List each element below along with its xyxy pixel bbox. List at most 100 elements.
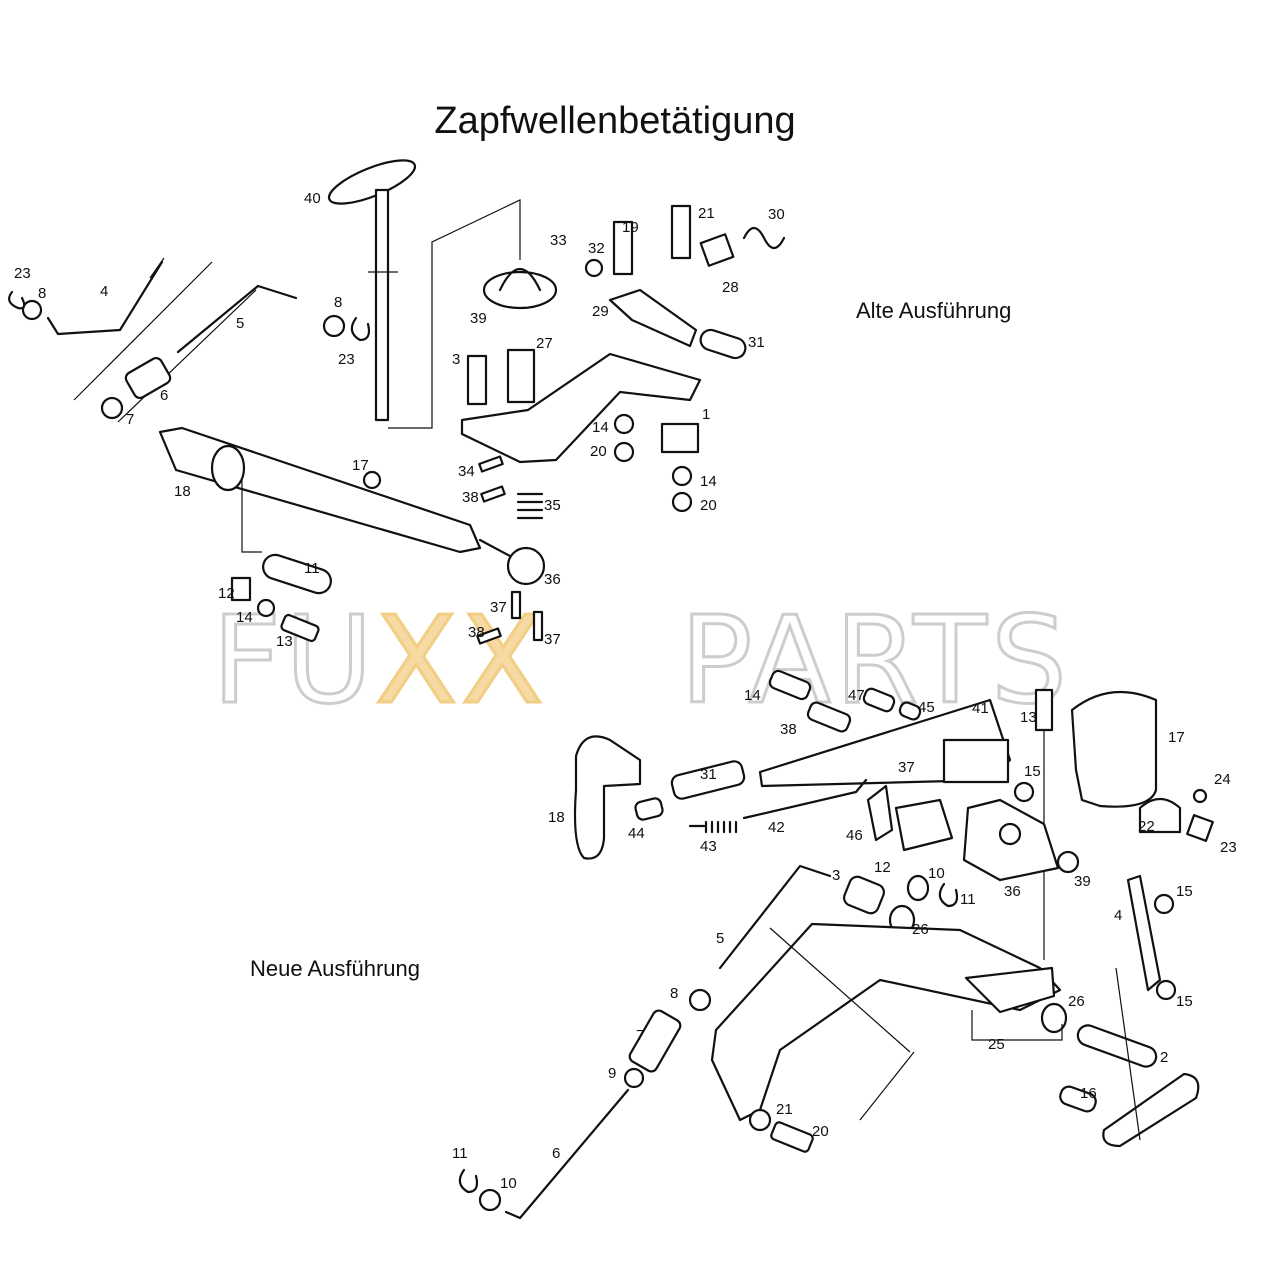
part-bolt-13 xyxy=(280,613,320,643)
old-callout-20: 1 xyxy=(702,406,710,423)
old-callout-12: 33 xyxy=(550,232,567,249)
new-callout-39: 11 xyxy=(452,1145,468,1162)
new-callout-13: 46 xyxy=(846,827,863,844)
part-pin-11 xyxy=(262,553,332,595)
new-callout-14: 37 xyxy=(898,759,915,776)
part-bolt-3 xyxy=(466,354,488,406)
old-callout-25: 34 xyxy=(458,463,475,480)
part-pedal-lever-18 xyxy=(158,426,482,554)
old-assembly xyxy=(8,159,786,645)
new-version-label: Neue Ausführung xyxy=(250,956,421,981)
old-callout-11: 3 xyxy=(452,351,460,368)
new-callout-2: 47 xyxy=(848,687,865,704)
new-callout-6: 17 xyxy=(1168,729,1185,746)
old-callout-24: 20 xyxy=(700,497,717,514)
old-callout-10: 27 xyxy=(536,335,553,352)
old-callout-15: 21 xyxy=(698,205,715,222)
new-callout-25: 4 xyxy=(1114,907,1122,924)
part-rod-42 xyxy=(742,778,868,820)
old-callout-23: 14 xyxy=(700,473,717,490)
new-callout-22: 3 xyxy=(832,867,840,884)
part-rod-4 xyxy=(46,260,164,336)
new-callout-28: 8 xyxy=(670,985,678,1002)
new-callout-16: 36 xyxy=(1004,883,1021,900)
new-assembly xyxy=(458,669,1214,1220)
part-lever-2 xyxy=(1102,1072,1200,1148)
new-callout-4: 41 xyxy=(972,700,989,717)
part-spring-35 xyxy=(516,492,544,520)
part-sleeve-7-new xyxy=(628,1009,682,1073)
part-bracket-37 xyxy=(894,798,954,852)
old-callout-26: 38 xyxy=(462,489,479,506)
old-callout-2: 5 xyxy=(236,315,244,332)
part-rod-5 xyxy=(176,284,298,354)
old-callout-19: 31 xyxy=(748,334,765,351)
part-pin-31 xyxy=(699,328,747,360)
watermark-text-3: PARTS xyxy=(680,592,1071,731)
old-callout-5: 6 xyxy=(160,387,168,404)
new-callout-37: 20 xyxy=(812,1123,829,1140)
part-pedal-18-new xyxy=(573,735,642,860)
old-callout-29: 18 xyxy=(174,483,191,500)
part-grip-31 xyxy=(670,760,746,800)
new-callout-15: 15 xyxy=(1024,763,1041,780)
new-callout-9: 18 xyxy=(548,809,565,826)
new-callout-24: 26 xyxy=(912,921,929,938)
new-callout-33: 25 xyxy=(988,1036,1005,1053)
part-clip-23 xyxy=(8,290,26,310)
part-sleeve-6 xyxy=(124,356,172,400)
new-callout-1: 38 xyxy=(780,721,797,738)
new-callout-19: 39 xyxy=(1074,873,1091,890)
part-bolt-13-new xyxy=(1034,688,1054,732)
old-callout-13: 32 xyxy=(588,240,605,257)
new-callout-11: 43 xyxy=(700,838,717,855)
part-boot-39 xyxy=(482,270,558,310)
new-callout-32: 26 xyxy=(1068,993,1085,1010)
old-version-label: Alte Ausführung xyxy=(856,298,1012,323)
part-washer-8 xyxy=(21,299,43,321)
new-callout-5: 13 xyxy=(1020,709,1037,726)
old-callout-22: 20 xyxy=(590,443,607,460)
part-hinge-29 xyxy=(608,288,698,348)
old-callout-30: 11 xyxy=(304,560,320,577)
old-callout-16: 30 xyxy=(768,206,785,223)
old-callout-36: 38 xyxy=(468,624,485,641)
old-callout-32: 14 xyxy=(236,609,253,626)
old-callout-7: 8 xyxy=(334,294,342,311)
part-plate-12 xyxy=(230,576,252,602)
old-callout-28: 17 xyxy=(352,457,369,474)
old-callout-6: 7 xyxy=(126,411,134,428)
old-callout-35: 37 xyxy=(490,599,507,616)
part-bolt-19 xyxy=(612,220,634,276)
old-callout-34: 36 xyxy=(544,571,561,588)
old-callout-0: 40 xyxy=(304,190,321,207)
old-callout-27: 35 xyxy=(544,497,561,514)
old-callout-33: 13 xyxy=(276,633,293,650)
leader-line-knob xyxy=(388,199,521,429)
new-callout-20: 12 xyxy=(874,859,891,876)
new-callout-3: 45 xyxy=(918,699,935,716)
old-callout-17: 29 xyxy=(592,303,609,320)
old-callout-3: 23 xyxy=(14,265,31,282)
new-callout-17: 22 xyxy=(1138,818,1155,835)
part-link-4 xyxy=(1126,874,1162,992)
diagram-title: Zapfwellenbetätigung xyxy=(434,100,796,142)
part-pedal-pad-17 xyxy=(1070,690,1158,808)
old-callout-37: 37 xyxy=(544,631,561,648)
new-callout-29: 7 xyxy=(636,1027,644,1044)
part-shift-knob xyxy=(327,159,417,422)
old-callout-31: 12 xyxy=(218,585,235,602)
old-callout-8: 23 xyxy=(338,351,355,368)
old-callout-21: 14 xyxy=(592,419,609,436)
part-spring-30 xyxy=(742,226,786,250)
new-callout-7: 24 xyxy=(1214,771,1231,788)
new-callout-27: 5 xyxy=(716,930,724,947)
watermark-text-2: XX xyxy=(375,592,547,731)
part-sleeve-27 xyxy=(506,348,536,404)
new-callout-8: 31 xyxy=(700,766,717,783)
new-callout-21: 10 xyxy=(928,865,945,882)
new-callout-36: 21 xyxy=(776,1101,793,1118)
part-rod-5-new xyxy=(718,864,832,970)
